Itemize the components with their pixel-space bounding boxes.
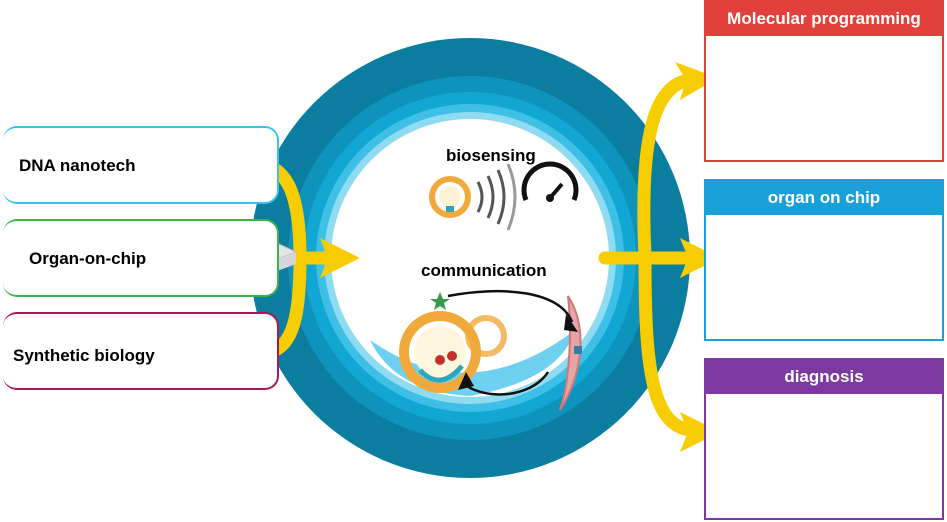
organ-on-chip-label: Organ-on-chip — [29, 249, 147, 268]
dna-nanotech-box: DNA nanotech — [3, 126, 279, 204]
output-arrowhead-middle — [680, 238, 720, 278]
communication-label: communication — [421, 261, 547, 280]
organ-on-chip-output-box: organ on chip — [704, 179, 944, 341]
central-rings — [250, 38, 690, 478]
synthetic-biology-box: Synthetic biology — [3, 312, 279, 390]
organ-on-chip-header: organ on chip — [706, 181, 942, 215]
comm-arrowhead-1 — [564, 314, 578, 332]
comm-arrowhead-2 — [458, 372, 474, 390]
biosensing-label: biosensing — [446, 146, 536, 165]
input-arrowhead — [320, 238, 360, 278]
molecular-programming-box: Molecular programming — [704, 0, 944, 162]
diagnosis-box: diagnosis — [704, 358, 944, 520]
signal-waves-icon — [476, 163, 517, 231]
biosensing-liposome-icon — [429, 176, 471, 218]
molecular-programming-header: Molecular programming — [706, 2, 942, 36]
gauge-icon — [521, 161, 579, 202]
output-arrowhead-bottom — [680, 412, 720, 452]
communication-liposome-icon — [399, 311, 507, 393]
output-arrowhead-top — [675, 62, 718, 100]
organ-on-chip-box: Organ-on-chip — [3, 219, 279, 297]
output-arrows — [598, 73, 697, 437]
synthetic-biology-label: Synthetic biology — [13, 346, 155, 365]
star-icon — [430, 292, 450, 310]
muscle-cell-icon — [559, 295, 582, 411]
diagnosis-header: diagnosis — [706, 360, 942, 394]
dna-nanotech-label: DNA nanotech — [19, 156, 136, 175]
